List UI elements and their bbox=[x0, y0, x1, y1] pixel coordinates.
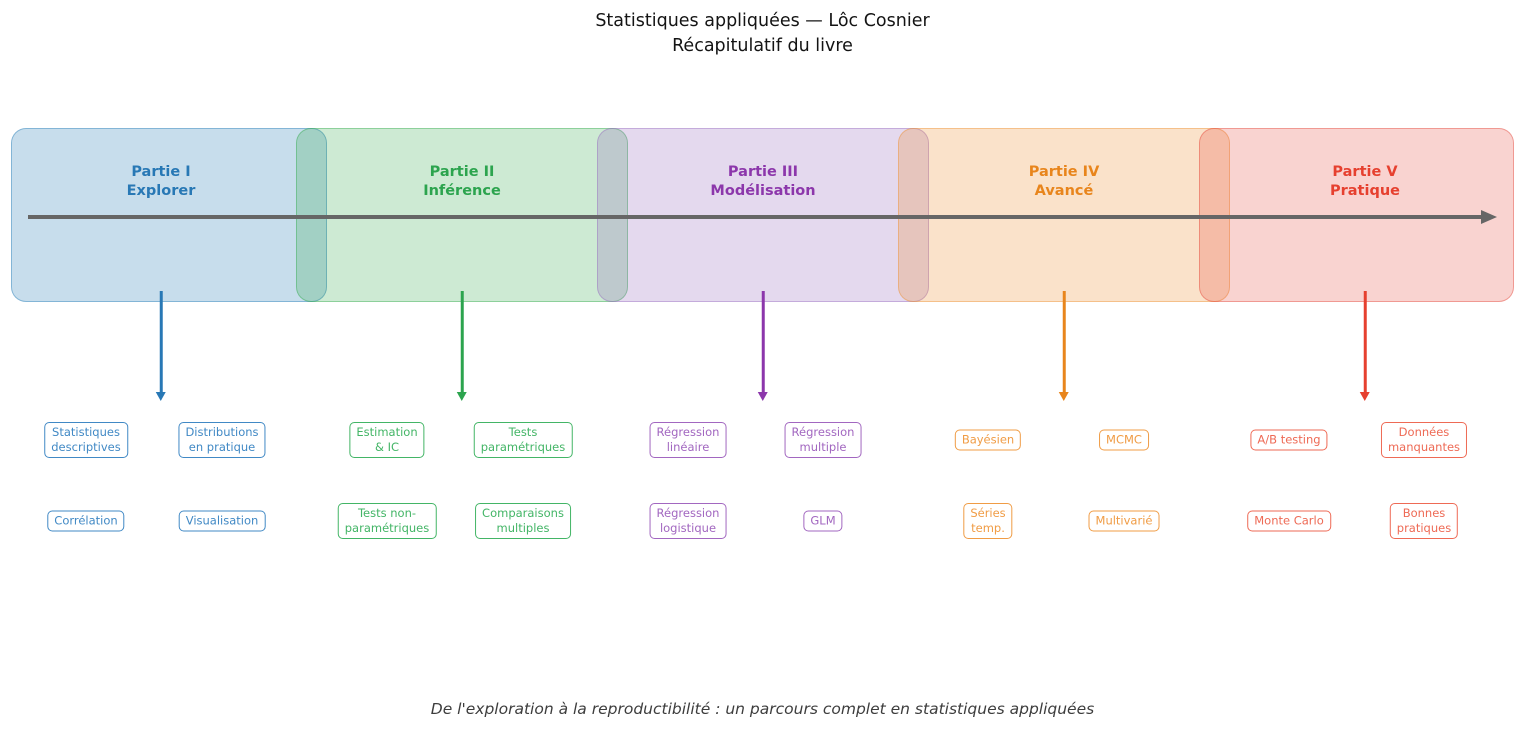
part-2-down-arrow bbox=[457, 291, 467, 401]
chapter-box-tests-non-parametriques: Tests non- paramétriques bbox=[337, 503, 437, 539]
chapter-box-monte-carlo: Monte Carlo bbox=[1247, 510, 1331, 532]
part-1-subtitle: Explorer bbox=[126, 182, 196, 199]
chapter-box-estimation-ic: Estimation & IC bbox=[349, 422, 425, 458]
part-4-name: Partie IV bbox=[1028, 164, 1100, 180]
part-1-down-arrow bbox=[156, 291, 166, 401]
part-4-title: Partie IV Avancé bbox=[1029, 163, 1100, 200]
chapter-box-regression-logistique: Régression logistique bbox=[649, 503, 727, 539]
part-4-subtitle: Avancé bbox=[1034, 182, 1094, 199]
part-3-name: Partie III bbox=[727, 164, 799, 180]
chapter-box-series-temp: Séries temp. bbox=[963, 503, 1013, 539]
down-arrowhead-icon bbox=[758, 392, 768, 401]
chapter-box-bayesien: Bayésien bbox=[954, 429, 1022, 451]
figure-title-line2: Récapitulatif du livre bbox=[672, 36, 853, 56]
chapter-box-mcmc: MCMC bbox=[1099, 429, 1149, 451]
down-arrowhead-icon bbox=[457, 392, 467, 401]
part-5-name: Partie V bbox=[1332, 164, 1398, 180]
chapter-box-glm: GLM bbox=[803, 510, 843, 532]
part-1-name: Partie I bbox=[131, 164, 191, 180]
chapter-box-distributions-en-pratique: Distributions en pratique bbox=[178, 422, 266, 458]
chapter-box-statistiques-descriptives: Statistiques descriptives bbox=[44, 422, 128, 458]
chapter-box-multivarie: Multivarié bbox=[1088, 510, 1160, 532]
part-3-down-arrow bbox=[758, 291, 768, 401]
figure-caption: De l'exploration à la reproductibilité :… bbox=[430, 700, 1095, 718]
part-5-title: Partie V Pratique bbox=[1330, 163, 1400, 200]
timeline-arrow-line bbox=[28, 215, 1481, 219]
chapter-box-tests-parametriques: Tests paramétriques bbox=[473, 422, 573, 458]
chapter-box-ab-testing: A/B testing bbox=[1250, 429, 1328, 451]
part-5-down-arrow bbox=[1360, 291, 1370, 401]
part-5-subtitle: Pratique bbox=[1329, 182, 1401, 199]
part-4-down-arrow bbox=[1059, 291, 1069, 401]
part-3-title: Partie III Modélisation bbox=[710, 163, 815, 200]
chapter-box-regression-multiple: Régression multiple bbox=[784, 422, 862, 458]
chapter-box-correlation: Corrélation bbox=[47, 510, 125, 532]
part-3-subtitle: Modélisation bbox=[710, 182, 816, 199]
down-arrowhead-icon bbox=[1360, 392, 1370, 401]
part-2-name: Partie II bbox=[429, 164, 495, 180]
timeline-arrowhead-icon bbox=[1481, 210, 1497, 224]
chapter-box-regression-lineaire: Régression linéaire bbox=[649, 422, 727, 458]
chapter-box-donnees-manquantes: Données manquantes bbox=[1380, 422, 1468, 458]
chapter-box-visualisation: Visualisation bbox=[178, 510, 266, 532]
chapter-box-comparaisons-multiples: Comparaisons multiples bbox=[475, 503, 571, 539]
figure-title: Statistiques appliquées — Lôc Cosnier Ré… bbox=[0, 9, 1525, 59]
part-1-title: Partie I Explorer bbox=[127, 163, 196, 200]
down-arrowhead-icon bbox=[1059, 392, 1069, 401]
part-2-title: Partie II Inférence bbox=[423, 163, 501, 200]
part-2-subtitle: Inférence bbox=[423, 182, 501, 199]
figure-title-line1: Statistiques appliquées — Lôc Cosnier bbox=[595, 11, 930, 31]
down-arrowhead-icon bbox=[156, 392, 166, 401]
chapter-box-bonnes-pratiques: Bonnes pratiques bbox=[1389, 503, 1459, 539]
